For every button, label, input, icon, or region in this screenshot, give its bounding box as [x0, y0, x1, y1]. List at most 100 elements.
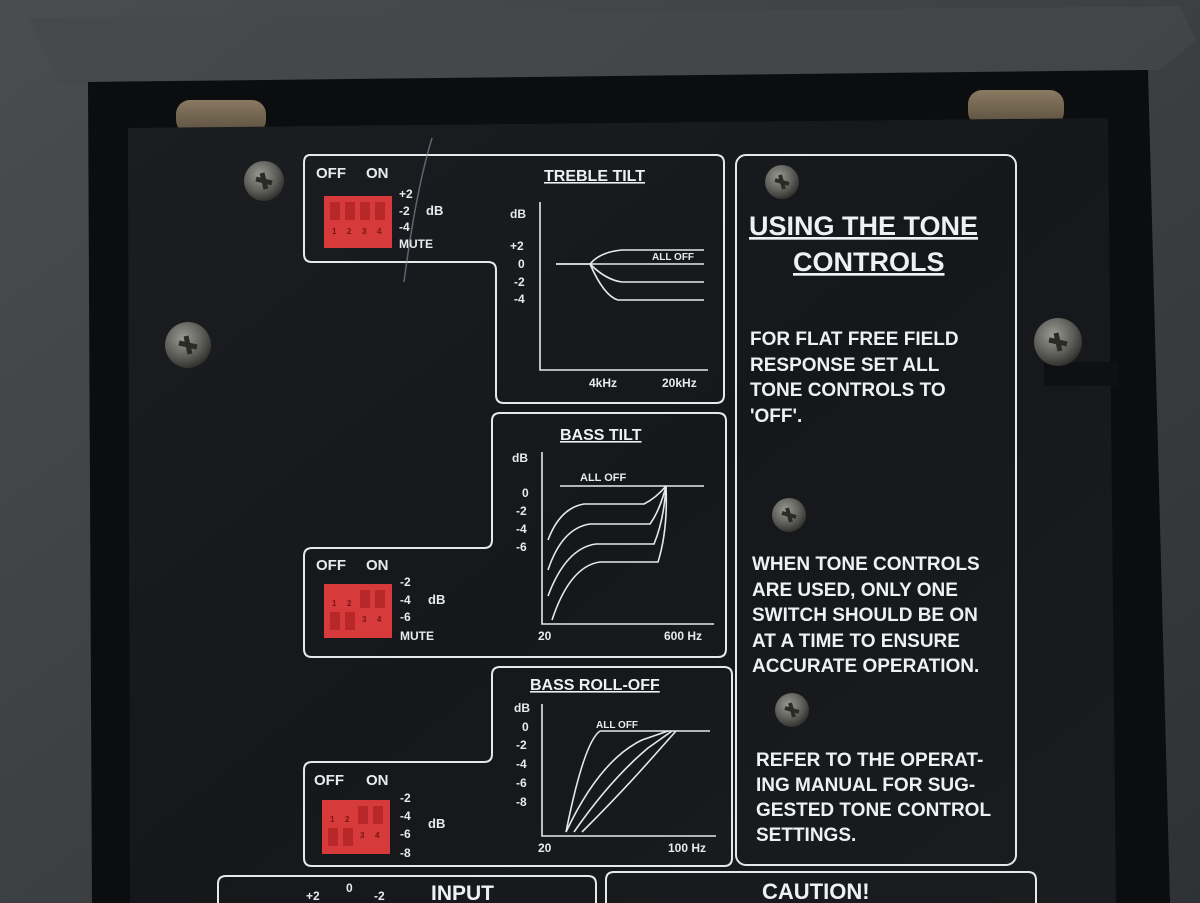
screw-top-left	[244, 161, 284, 201]
bass-rolloff-level-3: -6	[400, 827, 411, 841]
instructions-title-line1: USING THE TONE	[749, 211, 978, 241]
bass-rolloff-ytick-0: 0	[522, 720, 529, 734]
bass-tilt-level-1: -2	[400, 575, 411, 589]
treble-xtick-20khz: 20kHz	[662, 376, 697, 390]
bass-rolloff-curve-3	[573, 730, 673, 833]
treble-tilt-title: TREBLE TILT	[544, 168, 645, 185]
treble-dip-num-4: 4	[377, 227, 382, 236]
bass-rolloff-dip-num-2: 2	[345, 815, 350, 824]
bass-rolloff-title: BASS ROLL-OFF	[530, 677, 660, 694]
treble-dip-num-3: 3	[362, 227, 367, 236]
treble-curve-minus2	[589, 263, 704, 283]
treble-level-4: MUTE	[399, 237, 433, 251]
bass-rolloff-all-off-label: ALL OFF	[596, 720, 638, 731]
instructions-para3-line2: ING MANUAL FOR SUG-	[756, 775, 975, 796]
treble-dip-num-1: 1	[332, 227, 337, 236]
scratch-mark	[403, 137, 433, 283]
bass-tilt-on-label: ON	[366, 557, 389, 574]
bass-rolloff-dip-num-3: 3	[360, 831, 365, 840]
bass-rolloff-xtick-100: 100 Hz	[668, 841, 706, 855]
bass-rolloff-curve-2	[565, 730, 669, 833]
bass-tilt-xtick-20: 20	[538, 629, 552, 643]
bass-rolloff-level-4: -8	[400, 846, 411, 860]
bass-rolloff-curve-1	[565, 730, 601, 833]
bass-tilt-outline	[303, 412, 727, 658]
bass-rolloff-ytick-m2: -2	[516, 738, 527, 752]
input-level-plus2: +2	[306, 889, 320, 903]
bass-tilt-level-2: -4	[400, 593, 411, 607]
bass-tilt-axis-unit: dB	[512, 451, 528, 465]
treble-on-label: ON	[366, 165, 389, 182]
frame-top-bevel	[28, 6, 1196, 84]
treble-axes	[539, 202, 708, 371]
bass-rolloff-level-2: -4	[400, 809, 411, 823]
bass-tilt-ytick-0: 0	[522, 486, 529, 500]
bass-rolloff-off-label: OFF	[314, 772, 344, 789]
bass-tilt-db-unit: dB	[428, 592, 445, 607]
bass-tilt-ytick-m2: -2	[516, 504, 527, 518]
treble-curve-minus4	[589, 263, 704, 301]
bass-tilt-ytick-m4: -4	[516, 522, 527, 536]
bass-tilt-axes	[541, 452, 714, 625]
instructions-para2-line5: ACCURATE OPERATION.	[752, 656, 979, 677]
bass-rolloff-dip-num-1: 1	[330, 815, 335, 824]
treble-tilt-chart: +2 0 -2 -4 ALL OFF 4kHz 20kHz	[510, 202, 708, 390]
instructions-para1-line2: RESPONSE SET ALL	[750, 355, 940, 376]
screw-top-right	[765, 165, 799, 199]
treble-dip-switch[interactable]: 1 2 3 4	[324, 196, 392, 248]
bass-tilt-curve-3	[547, 485, 667, 597]
bass-tilt-chart: 0 -2 -4 -6 ALL OFF 20 600 Hz	[516, 452, 714, 643]
treble-off-label: OFF	[316, 165, 346, 182]
treble-axis-unit: dB	[510, 207, 526, 221]
bass-rolloff-curve-4	[581, 730, 677, 833]
bass-rolloff-on-label: ON	[366, 772, 389, 789]
screw-lower-right	[775, 693, 809, 727]
felt-pad-left	[176, 100, 266, 134]
bass-tilt-dip-switch[interactable]: 1 2 3 4	[324, 584, 392, 638]
bass-rolloff-outline	[303, 666, 733, 867]
instructions-outline	[735, 154, 1017, 866]
bass-rolloff-ytick-m8: -8	[516, 795, 527, 809]
bass-rolloff-xtick-20: 20	[538, 841, 552, 855]
bass-rolloff-chart: 0 -2 -4 -6 -8 ALL OFF 20 100 Hz	[516, 704, 716, 855]
instructions-para1-line1: FOR FLAT FREE FIELD	[750, 329, 959, 350]
instructions-title-line2: CONTROLS	[793, 247, 945, 277]
instructions-para1-line4: 'OFF'.	[750, 406, 802, 427]
instructions-para3-line3: GESTED TONE CONTROL	[756, 800, 991, 821]
caution-box-outline	[605, 871, 1037, 903]
instructions-para3-line4: SETTINGS.	[756, 825, 856, 846]
control-panel-plate	[128, 118, 1116, 903]
bass-rolloff-ytick-m4: -4	[516, 757, 527, 771]
input-box-title: INPUT	[431, 882, 494, 903]
treble-ytick-0: 0	[518, 257, 525, 271]
treble-level-2: -2	[399, 204, 410, 218]
instructions-para1-line3: TONE CONTROLS TO	[750, 380, 946, 401]
caution-box-title: CAUTION!	[762, 879, 870, 903]
bass-rolloff-dip-switch[interactable]: 1 2 3 4	[322, 800, 390, 854]
screw-far-right	[1034, 318, 1082, 366]
screw-left	[165, 322, 211, 368]
screw-middle-right	[772, 498, 806, 532]
bass-tilt-curve-4	[551, 485, 668, 621]
instructions-para2-line3: SWITCH SHOULD BE ON	[752, 605, 978, 626]
instructions-para3-line1: REFER TO THE OPERAT-	[756, 750, 983, 771]
treble-ytick-m2: -2	[514, 275, 525, 289]
treble-level-3: -4	[399, 220, 410, 234]
left-block-outline	[303, 154, 725, 404]
treble-ytick-p2: +2	[510, 239, 524, 253]
bass-tilt-off-label: OFF	[316, 557, 346, 574]
bass-rolloff-dip-num-4: 4	[375, 831, 380, 840]
felt-pad-right	[968, 90, 1064, 126]
bass-tilt-title: BASS TILT	[560, 427, 642, 444]
tone-control-left-block	[303, 154, 733, 867]
treble-level-1: +2	[399, 187, 413, 201]
bass-rolloff-axis-unit: dB	[514, 701, 530, 715]
bass-tilt-level-3: -6	[400, 610, 411, 624]
treble-xtick-4khz: 4kHz	[589, 376, 617, 390]
instructions-para2-line4: AT A TIME TO ENSURE	[752, 631, 960, 652]
bass-tilt-xtick-600: 600 Hz	[664, 629, 702, 643]
input-level-minus2: -2	[374, 889, 385, 903]
bass-tilt-ytick-m6: -6	[516, 540, 527, 554]
instructions-para2-line1: WHEN TONE CONTROLS	[752, 554, 980, 575]
